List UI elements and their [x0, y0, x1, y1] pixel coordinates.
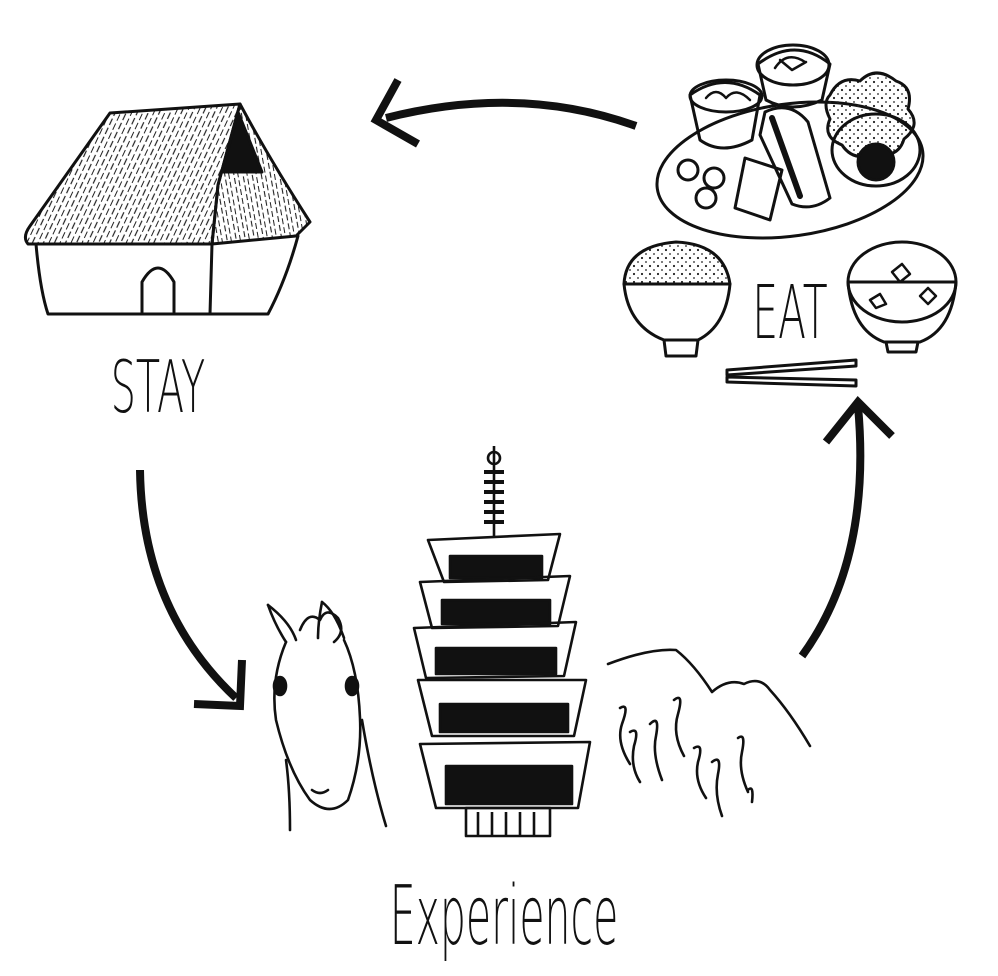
eat-label: EAT [752, 271, 827, 357]
experience-label: Experience [390, 869, 619, 964]
japanese-meal-icon [622, 43, 958, 388]
arrow-stay-to-experience-icon [136, 469, 246, 711]
stay-label: STAY [111, 345, 205, 429]
arrow-experience-to-eat-icon [798, 396, 895, 659]
arrow-eat-to-stay-icon [370, 78, 638, 148]
thatched-house-icon [23, 102, 312, 316]
pagoda-icon [412, 446, 592, 838]
horse-icon [266, 600, 388, 832]
mountain-grass-icon [606, 648, 812, 818]
